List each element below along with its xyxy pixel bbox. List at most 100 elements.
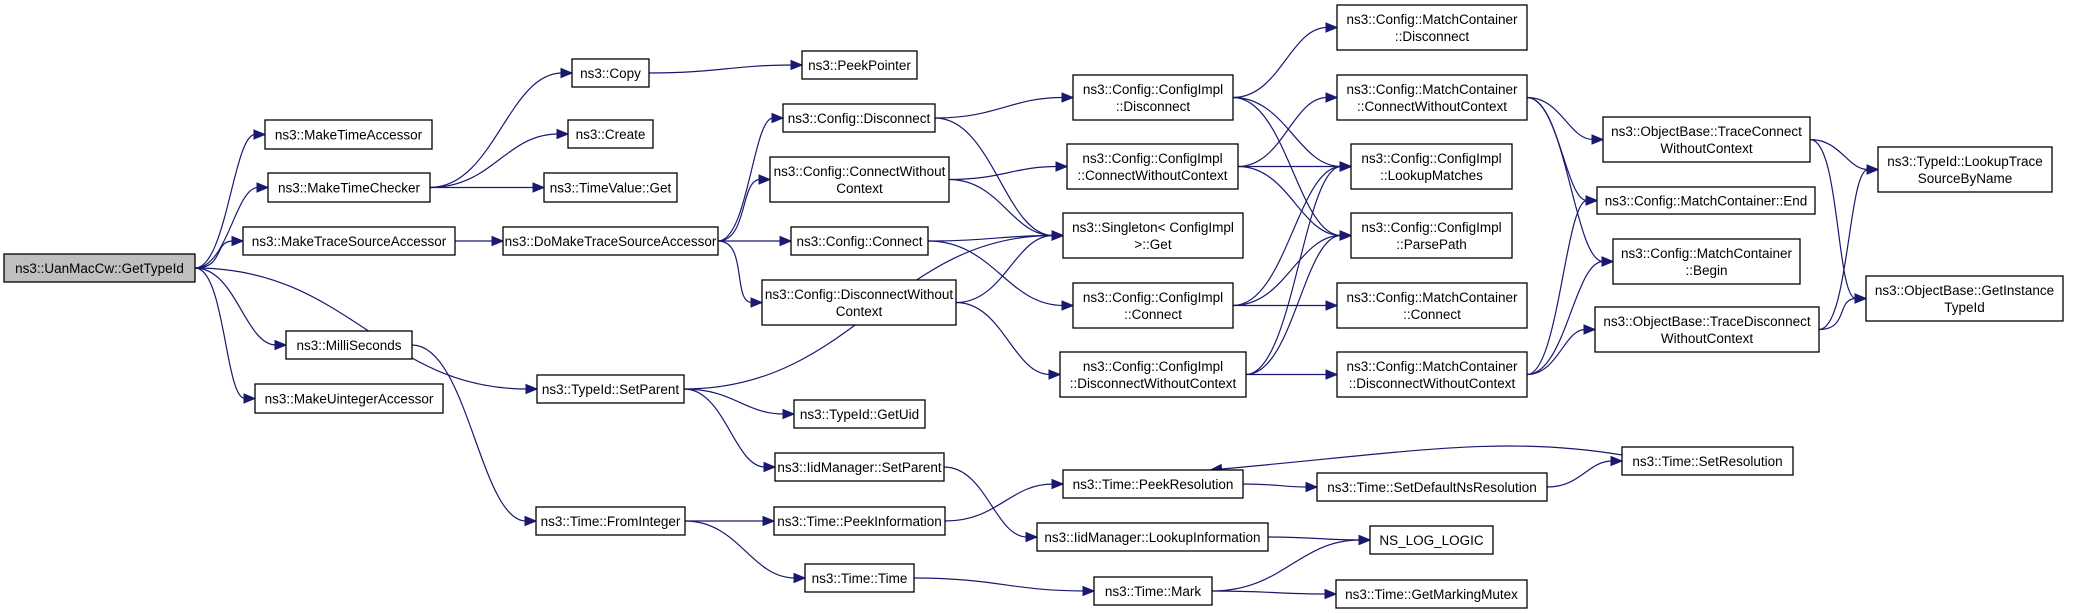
node-ns3-maketimeaccessor[interactable]: ns3::MakeTimeAccessor xyxy=(264,119,433,150)
node-ns3-config-configimpl-lookupmatches[interactable]: ns3::Config::ConfigImpl::LookupMatches xyxy=(1350,143,1513,190)
node-ns3-config-connectwithoutcontext[interactable]: ns3::Config::ConnectWithoutContext xyxy=(769,156,950,203)
edge-tsp-to-iidsp xyxy=(683,388,766,468)
arrowhead-icon xyxy=(1061,92,1075,103)
node-ns3-maketracesourceaccessor[interactable]: ns3::MakeTraceSourceAccessor xyxy=(242,226,456,256)
node-box xyxy=(536,374,685,404)
node-ns3-config-matchcontainer-end[interactable]: ns3::Config::MatchContainer::End xyxy=(1596,186,1816,215)
node-ns3-config-configimpl-parsepath[interactable]: ns3::Config::ConfigImpl::ParsePath xyxy=(1350,212,1513,259)
node-ns3-time-mark[interactable]: ns3::Time::Mark xyxy=(1093,576,1213,606)
arrowhead-icon xyxy=(763,461,777,473)
node-label: Context xyxy=(836,304,883,319)
node-ns3-time-frominteger[interactable]: ns3::Time::FromInteger xyxy=(535,506,686,536)
node-ns3-objectbase-tracedisconnectwithoutcontext[interactable]: ns3::ObjectBase::TraceDisconnectWithoutC… xyxy=(1594,306,1820,353)
node-label: ns3::MakeUintegerAccessor xyxy=(265,392,434,407)
node-ns3-config-matchcontainer-begin[interactable]: ns3::Config::MatchContainer::Begin xyxy=(1612,238,1801,285)
node-label: >::Get xyxy=(1134,237,1171,252)
edge-cicon-to-parse xyxy=(1232,234,1342,307)
node-ns3-domaketracesourceaccessor[interactable]: ns3::DoMakeTraceSourceAccessor xyxy=(502,226,719,256)
node-label: ::ConnectWithoutContext xyxy=(1077,168,1227,183)
node-ns3-maketimechecker[interactable]: ns3::MakeTimeChecker xyxy=(267,172,431,203)
node-ns3-config-matchcontainer-connect[interactable]: ns3::Config::MatchContainer::Connect xyxy=(1336,282,1528,329)
node-box xyxy=(1596,186,1816,215)
node-ns3-timevalue-get[interactable]: ns3::TimeValue::Get xyxy=(543,172,678,203)
node-ns3-iidmanager-lookupinformation[interactable]: ns3::IidManager::LookupInformation xyxy=(1036,522,1269,552)
node-ns3-uanmaccw-gettypeid[interactable]: ns3::UanMacCw::GetTypeId xyxy=(3,253,196,283)
arrowhead-icon xyxy=(1583,324,1597,335)
node-box xyxy=(801,50,918,80)
node-box xyxy=(3,253,196,283)
arrowhead-icon xyxy=(1061,300,1075,311)
arrowhead-icon xyxy=(560,67,574,79)
node-box xyxy=(793,399,926,429)
node-label: ns3::Config::ConfigImpl xyxy=(1361,220,1501,235)
node-label: ns3::TypeId::SetParent xyxy=(542,382,680,397)
node-ns3-singleton-configimpl-get[interactable]: ns3::Singleton< ConfigImpl>::Get xyxy=(1062,212,1244,259)
node-label: ::LookupMatches xyxy=(1380,168,1483,183)
node-box xyxy=(1062,469,1244,499)
node-ns-log-logic[interactable]: NS_LOG_LOGIC xyxy=(1369,525,1494,555)
edge-tsdnr-to-tsr xyxy=(1546,460,1613,488)
node-box xyxy=(804,563,915,593)
node-ns3-create[interactable]: ns3::Create xyxy=(567,119,654,149)
node-label: ns3::DoMakeTraceSourceAccessor xyxy=(505,234,717,249)
node-ns3-config-connect[interactable]: ns3::Config::Connect xyxy=(790,226,929,256)
node-ns3-typeid-setparent[interactable]: ns3::TypeId::SetParent xyxy=(536,374,685,404)
edge-root-to-tsp xyxy=(194,267,528,390)
node-ns3-typeid-getuid[interactable]: ns3::TypeId::GetUid xyxy=(793,399,926,429)
edge-root-to-mua xyxy=(194,267,246,400)
node-ns3-config-configimpl-connect[interactable]: ns3::Config::ConfigImpl::Connect xyxy=(1072,282,1234,329)
node-label: ns3::Config::ConfigImpl xyxy=(1082,151,1222,166)
node-box xyxy=(1336,282,1528,329)
edge-root-to-mtc xyxy=(194,186,259,269)
edge-ccon-to-cicon xyxy=(927,240,1064,307)
node-ns3-makeuintegeraccessor[interactable]: ns3::MakeUintegerAccessor xyxy=(254,383,444,414)
arrowhead-icon xyxy=(1082,585,1096,597)
edge-tpr-to-tsdnr xyxy=(1242,483,1308,488)
node-box xyxy=(1072,74,1234,121)
node-ns3-time-setresolution[interactable]: ns3::Time::SetResolution xyxy=(1621,446,1794,476)
arrowhead-icon xyxy=(779,235,793,247)
arrowhead-icon xyxy=(750,297,764,308)
node-ns3-config-configimpl-disconnectwithoutcontext[interactable]: ns3::Config::ConfigImpl::DisconnectWitho… xyxy=(1059,351,1247,398)
node-ns3-peekpointer[interactable]: ns3::PeekPointer xyxy=(801,50,918,80)
node-ns3-config-matchcontainer-disconnectwithoutcontext[interactable]: ns3::Config::MatchContainer::DisconnectW… xyxy=(1336,351,1528,398)
node-box xyxy=(535,506,686,536)
node-label: SourceByName xyxy=(1918,171,2013,186)
node-box xyxy=(264,119,433,150)
node-label: WithoutContext xyxy=(1661,331,1754,346)
nodes-layer: ns3::UanMacCw::GetTypeId ns3::MakeTimeAcc… xyxy=(3,4,2064,609)
node-label: ::DisconnectWithoutContext xyxy=(1070,376,1237,391)
node-ns3-config-configimpl-connectwithoutcontext[interactable]: ns3::Config::ConfigImpl::ConnectWithoutC… xyxy=(1066,143,1239,190)
arrowhead-icon xyxy=(532,182,546,193)
node-ns3-milliseconds[interactable]: ns3::MilliSeconds xyxy=(285,330,413,360)
node-box xyxy=(1602,116,1811,163)
node-ns3-iidmanager-setparent[interactable]: ns3::IidManager::SetParent xyxy=(774,452,945,482)
arrowhead-icon xyxy=(1325,300,1339,311)
node-box xyxy=(1612,238,1801,285)
node-ns3-config-matchcontainer-connectwithoutcontext[interactable]: ns3::Config::MatchContainer::ConnectWith… xyxy=(1336,74,1528,121)
node-ns3-copy[interactable]: ns3::Copy xyxy=(571,58,650,88)
edge-tfi-to-ttime xyxy=(684,520,796,579)
node-label: ::Disconnect xyxy=(1395,29,1470,44)
arrowhead-icon xyxy=(256,182,270,193)
node-ns3-config-disconnect[interactable]: ns3::Config::Disconnect xyxy=(782,103,936,133)
node-ns3-config-matchcontainer-disconnect[interactable]: ns3::Config::MatchContainer::Disconnect xyxy=(1336,4,1528,51)
node-ns3-config-configimpl-disconnect[interactable]: ns3::Config::ConfigImpl::Disconnect xyxy=(1072,74,1234,121)
node-ns3-time-peekinformation[interactable]: ns3::Time::PeekInformation xyxy=(773,506,946,536)
edge-mcdiscwo-to-mcbegin xyxy=(1526,260,1604,376)
node-box xyxy=(1336,351,1528,398)
node-ns3-time-setdefaultnsresolution[interactable]: ns3::Time::SetDefaultNsResolution xyxy=(1316,472,1548,502)
node-ns3-time-time[interactable]: ns3::Time::Time xyxy=(804,563,915,593)
node-label: Context xyxy=(836,181,883,196)
edge-cdisc-to-cidisc xyxy=(934,96,1064,119)
arrowhead-icon xyxy=(231,235,245,247)
node-label: ns3::Config::ConfigImpl xyxy=(1361,151,1501,166)
node-ns3-time-peekresolution[interactable]: ns3::Time::PeekResolution xyxy=(1062,469,1244,499)
node-ns3-objectbase-traceconnectwithoutcontext[interactable]: ns3::ObjectBase::TraceConnectWithoutCont… xyxy=(1602,116,1811,163)
node-ns3-config-disconnectwithoutcontext[interactable]: ns3::Config::DisconnectWithoutContext xyxy=(761,279,957,326)
arrowhead-icon xyxy=(556,128,570,140)
node-ns3-time-getmarkingmutex[interactable]: ns3::Time::GetMarkingMutex xyxy=(1335,579,1528,609)
